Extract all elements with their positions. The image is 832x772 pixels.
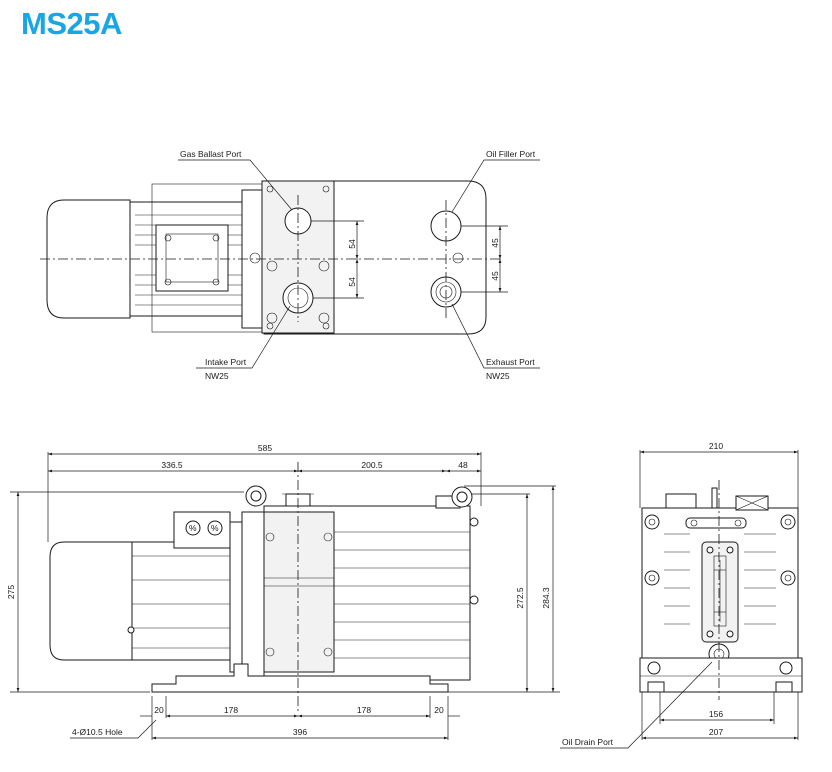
end-base: [639, 657, 803, 693]
dim-20-left: 20: [154, 705, 164, 715]
switch-icon: [207, 520, 223, 536]
dim-284-3: 284.3: [541, 587, 551, 609]
dim-200-5: 200.5: [361, 460, 383, 470]
end-intake-port: [665, 493, 697, 509]
dim-178-left: 178: [224, 705, 238, 715]
dim-275: 275: [6, 585, 16, 599]
dim-20-right: 20: [434, 705, 444, 715]
dim-178-right: 178: [357, 705, 371, 715]
dim-48: 48: [458, 460, 468, 470]
dim-585: 585: [258, 443, 272, 453]
end-view: 210 156 207 Oil Drain Port: [560, 441, 803, 749]
exhaust-size: NW25: [486, 371, 510, 381]
dim-272-5: 272.5: [515, 587, 525, 609]
page-title: MS25A: [21, 6, 122, 41]
switch-icon: [185, 520, 201, 536]
dim-336-5: 336.5: [161, 460, 183, 470]
side-motor: [49, 541, 133, 661]
svg-text:%: %: [189, 523, 197, 533]
dim-156: 156: [709, 709, 723, 719]
dim-45-upper: 45: [490, 238, 500, 248]
oil-filler-label: Oil Filler Port: [486, 149, 536, 159]
dim-54-upper: 54: [347, 239, 357, 249]
terminal-box: [155, 224, 229, 292]
dim-207: 207: [709, 727, 723, 737]
intake-size: NW25: [205, 371, 229, 381]
hole-note: 4-Ø10.5 Hole: [72, 727, 123, 737]
svg-text:%: %: [211, 523, 219, 533]
intake-label: Intake Port: [205, 357, 247, 367]
motor-body: [46, 199, 131, 319]
exhaust-label: Exhaust Port: [486, 357, 535, 367]
side-base: [151, 663, 449, 693]
dim-45-lower: 45: [490, 271, 500, 281]
gas-ballast-label: Gas Ballast Port: [180, 149, 242, 159]
dim-396: 396: [293, 727, 307, 737]
side-view: % %: [6, 443, 560, 740]
top-view: 54 54 45 45 Gas Ballast Port Oil Filler …: [40, 149, 540, 381]
dim-54-lower: 54: [347, 277, 357, 287]
oil-drain-label: Oil Drain Port: [562, 737, 614, 747]
dim-210: 210: [709, 441, 723, 451]
